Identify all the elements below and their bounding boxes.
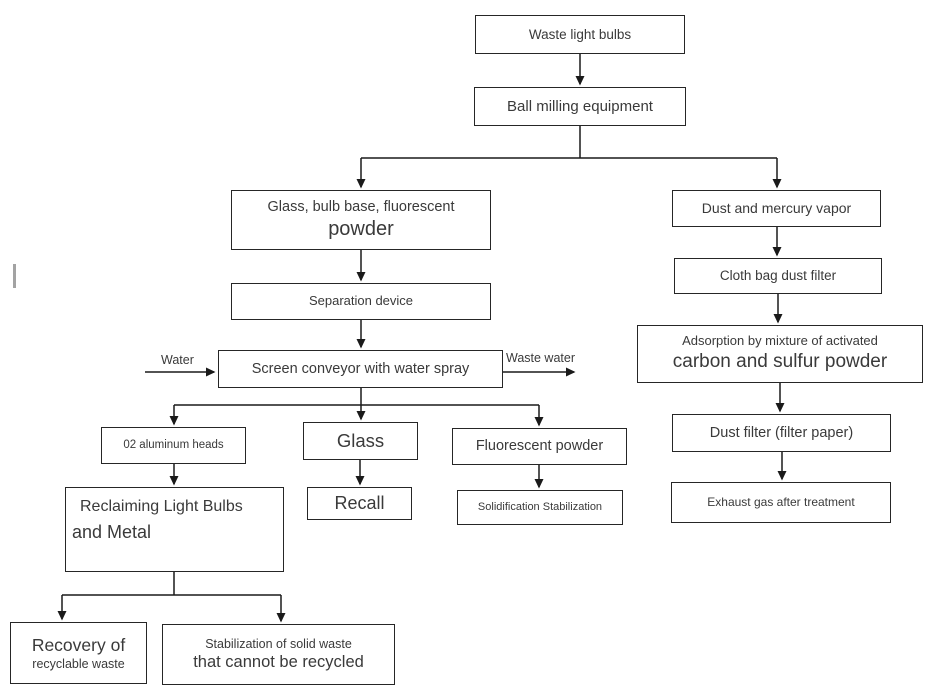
node-dust-and-mercury-vapor: Dust and mercury vapor — [672, 190, 881, 227]
node-label-line2: and Metal — [72, 522, 152, 542]
node-label: Exhaust gas after treatment — [707, 494, 855, 509]
node-dust-filter-paper: Dust filter (filter paper) — [672, 414, 891, 452]
node-reclaiming-light-bulbs-and-metal: Reclaiming Light Bulbs and Metal — [65, 487, 284, 572]
node-label: Cloth bag dust filter — [719, 268, 837, 284]
node-label-line1: Reclaiming Light Bulbs — [80, 498, 243, 515]
node-recall: Recall — [307, 487, 412, 520]
node-fluorescent-powder: Fluorescent powder — [452, 428, 627, 465]
edge-label-water: Water — [161, 353, 194, 367]
node-label: Solidification Stabilization — [477, 501, 603, 514]
node-label-line1: Adsorption by mixture of activated — [682, 333, 878, 349]
node-glass-bulb-base-fluorescent-powder: Glass, bulb base, fluorescent powder — [231, 190, 491, 250]
node-label: 02 aluminum heads — [123, 439, 224, 452]
node-aluminum-heads: 02 aluminum heads — [101, 427, 246, 464]
node-solidification-stabilization: Solidification Stabilization — [457, 490, 623, 525]
node-recovery-of-recyclable-waste: Recovery of recyclable waste — [10, 622, 147, 684]
node-label-line1: Stabilization of solid waste — [205, 636, 352, 651]
node-label-line1: Recovery of — [31, 634, 126, 655]
node-label: Fluorescent powder — [475, 438, 604, 455]
node-label-line2: powder — [328, 218, 394, 241]
node-label: Ball milling equipment — [507, 97, 653, 115]
node-label: Recall — [334, 492, 385, 513]
node-label-line2: carbon and sulfur powder — [672, 351, 888, 373]
node-adsorption-activated-carbon: Adsorption by mixture of activated carbo… — [637, 325, 923, 383]
node-waste-light-bulbs: Waste light bulbs — [475, 15, 685, 54]
node-exhaust-gas-after-treatment: Exhaust gas after treatment — [671, 482, 891, 523]
node-cloth-bag-dust-filter: Cloth bag dust filter — [674, 258, 882, 294]
edge-label-waste-water: Waste water — [506, 351, 576, 365]
node-glass: Glass — [303, 422, 418, 460]
node-label-line1: Glass, bulb base, fluorescent — [267, 198, 455, 215]
stray-cursor-mark — [13, 264, 16, 288]
node-ball-milling-equipment: Ball milling equipment — [474, 87, 686, 126]
node-stabilization-solid-waste: Stabilization of solid waste that cannot… — [162, 624, 395, 685]
node-label: Waste light bulbs — [528, 26, 632, 42]
node-label-line2: that cannot be recycled — [193, 652, 364, 671]
node-separation-device: Separation device — [231, 283, 491, 320]
node-label: Separation device — [308, 293, 414, 309]
node-label: Screen conveyor with water spray — [251, 360, 470, 377]
node-label: Dust filter (filter paper) — [709, 424, 854, 441]
node-label: Dust and mercury vapor — [701, 200, 852, 217]
node-label: Glass — [336, 429, 385, 451]
node-screen-conveyor: Screen conveyor with water spray — [218, 350, 503, 388]
node-label-line2: recyclable waste — [32, 657, 125, 672]
